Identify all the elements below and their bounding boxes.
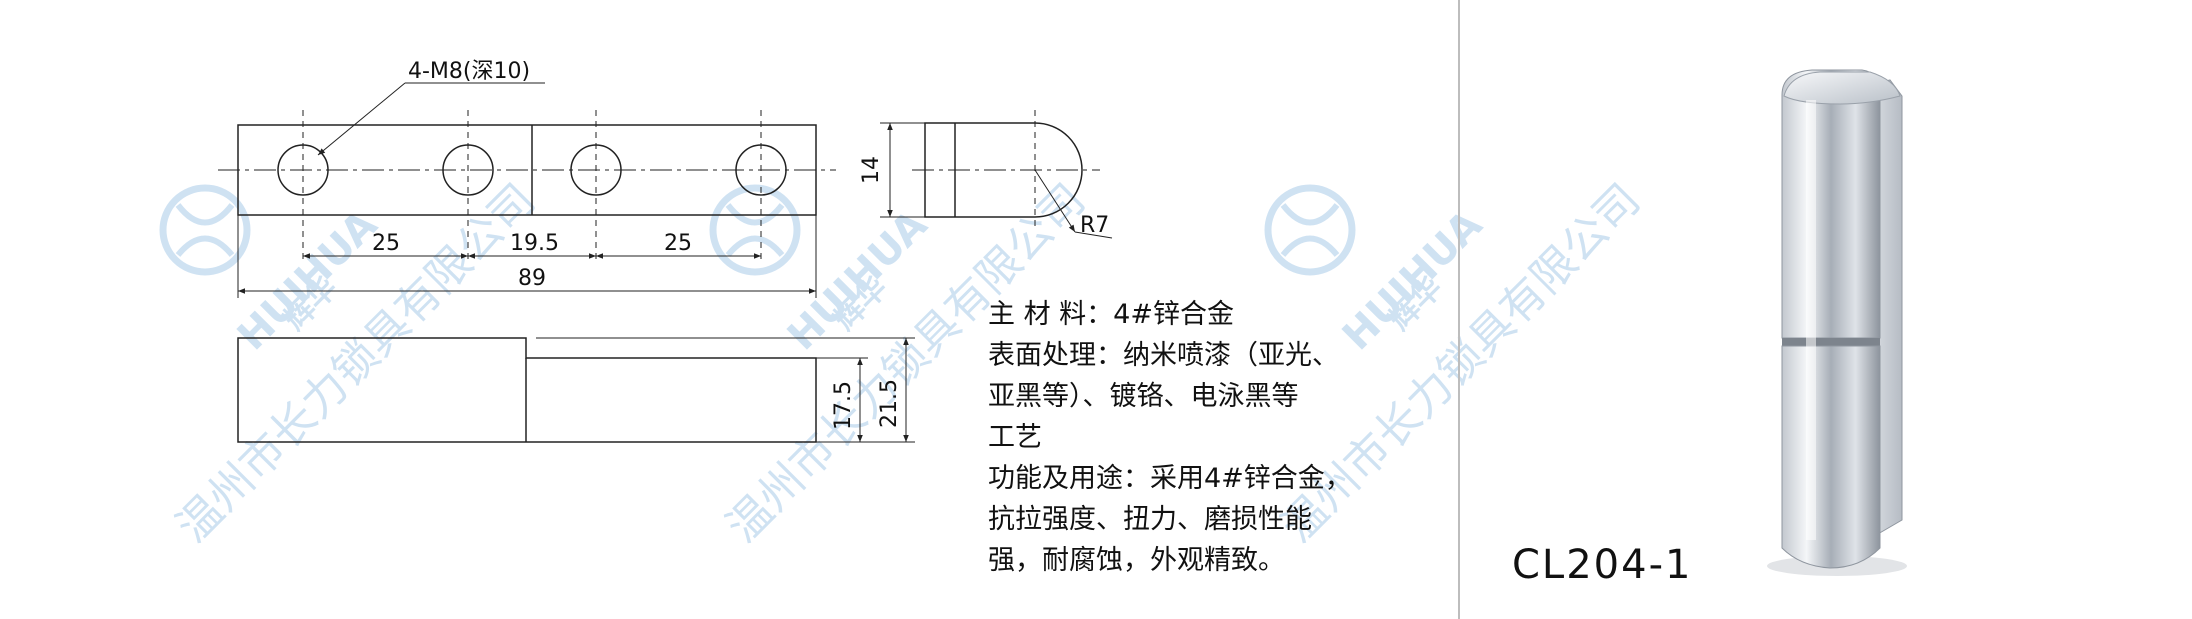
- radius-leader: [1034, 169, 1076, 233]
- top-view: [218, 82, 836, 298]
- spec-line-surface-3: 工艺: [988, 422, 1042, 453]
- side-view: [880, 110, 1113, 239]
- dim-pitch-middle-label: 19.5: [510, 231, 559, 256]
- callout-thread-label: 4-M8(深10): [408, 59, 530, 84]
- dim-total-label: 89: [518, 266, 546, 291]
- spec-line-material: 主 材 料：4#锌合金: [988, 299, 1234, 330]
- spec-text-block: 主 材 料：4#锌合金 表面处理：纳米喷漆（亚光、 亚黑等）、镀铬、电泳黑等 工…: [988, 294, 1428, 581]
- spec-line-function-2: 抗拉强度、扭力、磨损性能: [988, 504, 1312, 535]
- side-view-outline: [924, 122, 1083, 218]
- watermark-1: HUIHUA 辉华 温州市长力锁具有限公司: [159, 174, 545, 553]
- dim-pitch-right-label: 25: [664, 231, 692, 256]
- watermark-logo-mark-icon: [1280, 203, 1340, 257]
- dim-radius-label: R7: [1080, 213, 1109, 238]
- spec-line-function-1: 功能及用途：采用4#锌合金，: [988, 463, 1352, 494]
- watermark-logo-mark-icon: [725, 203, 785, 257]
- watermark-logo-icon: [709, 184, 801, 276]
- watermark-logo-icon: [159, 184, 251, 276]
- spec-line-surface-2: 亚黑等）、镀铬、电泳黑等: [988, 381, 1299, 412]
- spec-line-surface-1: 表面处理：纳米喷漆（亚光、: [988, 340, 1339, 371]
- model-number: CL204-1: [1512, 542, 1693, 588]
- dim-pitch-left-label: 25: [372, 231, 400, 256]
- watermark-logo-mark-icon: [175, 203, 235, 257]
- dim-height-small-label: 17.5: [831, 381, 856, 430]
- front-view: [237, 337, 915, 443]
- watermark-logo-icon: [1264, 184, 1356, 276]
- dim-side-height-label: 14: [859, 156, 884, 184]
- spec-line-function-3: 强，耐腐蚀，外观精致。: [988, 545, 1285, 576]
- callout-leader: [317, 82, 406, 156]
- product-photo: [1767, 69, 1907, 576]
- dim-height-total-label: 21.5: [877, 379, 902, 428]
- vertical-divider: [1458, 0, 1460, 619]
